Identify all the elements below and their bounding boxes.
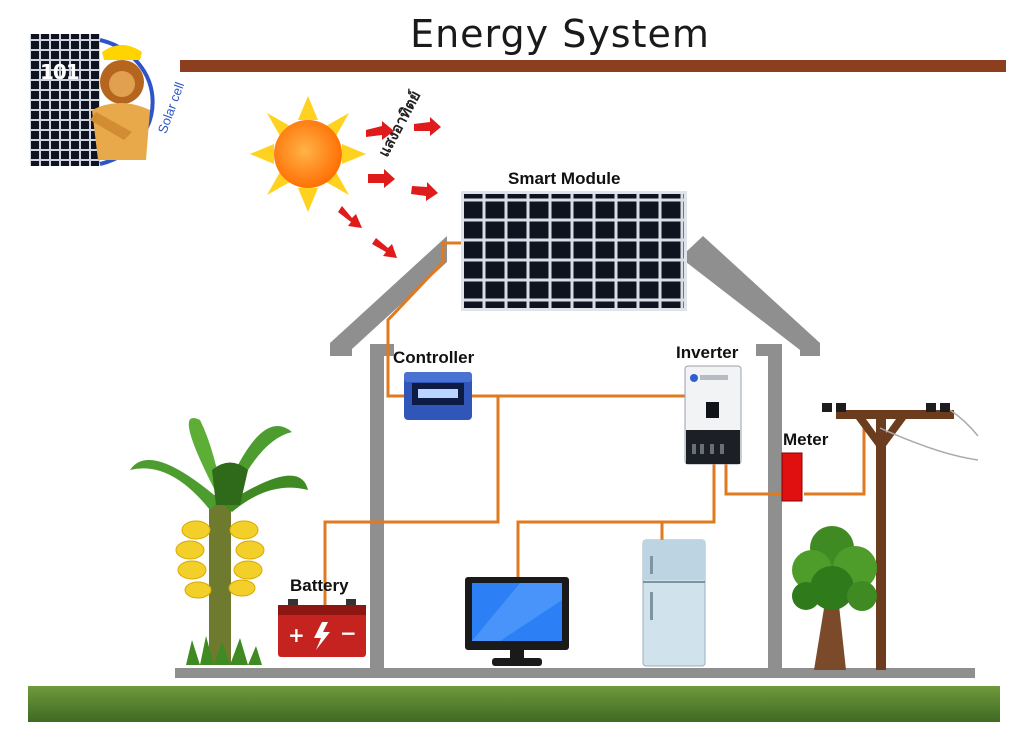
smart-module-panel (461, 191, 687, 311)
arrow-2 (414, 117, 441, 136)
wiring (323, 241, 866, 605)
arrow-4 (411, 182, 438, 201)
battery-device: + − (278, 599, 366, 657)
banana-tree (130, 417, 308, 665)
meter-device (781, 452, 803, 502)
refrigerator-device (642, 539, 706, 667)
battery-label: Battery (290, 576, 349, 595)
svg-text:−: − (340, 621, 357, 645)
controller-device (404, 372, 472, 420)
logo: Solar cell (30, 34, 187, 166)
inverter-device (684, 365, 742, 465)
page-title: Energy System (410, 12, 710, 56)
meter-label: Meter (783, 430, 829, 449)
tree-right (792, 526, 877, 670)
utility-pole (822, 403, 979, 670)
smart-module-label: Smart Module (508, 169, 621, 188)
tv-device (465, 577, 569, 666)
arrow-3 (368, 169, 395, 188)
sun-icon (250, 96, 366, 212)
arrow-1 (366, 121, 394, 140)
controller-label: Controller (393, 348, 475, 367)
arrow-5 (338, 206, 362, 228)
arrow-6 (372, 238, 397, 258)
title-bar (180, 60, 1006, 72)
grass-ground (28, 686, 1000, 722)
inverter-label: Inverter (676, 343, 739, 362)
svg-text:Solar cell: Solar cell (155, 80, 187, 135)
sunlight-arrows (338, 117, 441, 258)
logo-number: 101 (40, 60, 80, 84)
house-outline (175, 236, 975, 678)
svg-text:+: + (288, 623, 305, 647)
